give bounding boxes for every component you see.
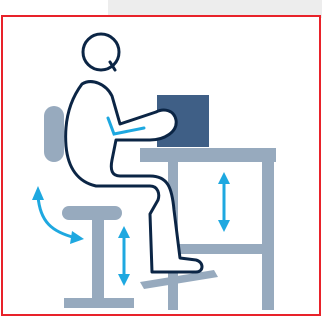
chair-backrest — [44, 106, 64, 162]
chair-seat — [62, 206, 122, 220]
desk-leg-right — [262, 148, 274, 310]
chair-post — [92, 218, 104, 302]
desk-top — [140, 148, 276, 162]
desk-crossbar — [178, 244, 262, 254]
person-head — [83, 34, 119, 70]
chair-base — [64, 298, 134, 308]
